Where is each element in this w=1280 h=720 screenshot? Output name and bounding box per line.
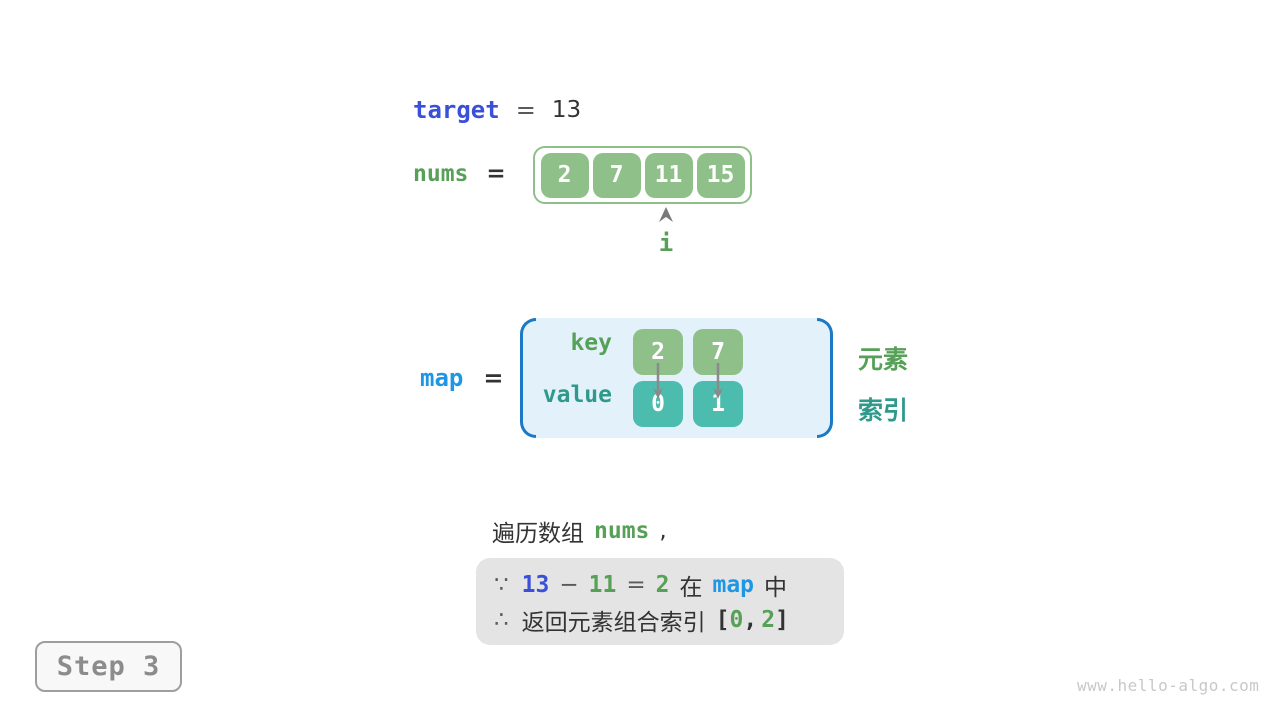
index-pointer-arrow-icon (659, 207, 673, 222)
in-suffix-word: 中 (764, 574, 788, 601)
legend-index-label: 索引 (858, 396, 909, 425)
nums-cell-1: 7 (592, 152, 641, 198)
result-index-b: 2 (761, 606, 776, 633)
narration-prefix: 遍历数组 (492, 521, 584, 547)
index-pointer-label: i (658, 229, 674, 257)
map-key-cell-0: 2 (633, 329, 683, 375)
because-symbol: ∵ (494, 571, 509, 598)
map-key-row-label: key (570, 330, 612, 356)
target-row: target = 13 (413, 96, 581, 124)
map-label-row: map = (420, 364, 503, 392)
target-equals-sign: = (515, 96, 536, 124)
bracket-open: [ (715, 606, 730, 633)
comma-separator: , (743, 606, 758, 633)
key-to-value-arrow-icon (653, 363, 663, 399)
nums-cell-2: 11 (644, 152, 693, 198)
legend-element-label: 元素 (858, 345, 909, 374)
nums-array-container: 2 7 11 15 (533, 146, 752, 204)
nums-label-row: nums = (413, 161, 506, 187)
step-badge: Step 3 (35, 641, 182, 692)
nums-cell-3: 15 (696, 152, 745, 198)
target-value: 13 (551, 97, 582, 123)
minuend-value: 13 (521, 571, 550, 598)
conclusion-line-1: ∵ 13 − 11 = 2 在 map 中 (494, 567, 826, 602)
return-text: 返回元素组合索引 (521, 609, 706, 636)
watermark-text: www.hello-algo.com (1077, 676, 1260, 695)
in-word: 在 (679, 574, 703, 601)
equals-sign: = (626, 571, 646, 598)
map-key-cell-1: 7 (693, 329, 743, 375)
map-value-row-label: value (542, 382, 612, 408)
map-equals-sign: = (483, 364, 504, 392)
nums-cell-0: 2 (540, 152, 589, 198)
key-to-value-arrow-icon (713, 363, 723, 399)
map-variable-label: map (420, 364, 464, 392)
step-badge-label: Step 3 (56, 651, 161, 682)
target-variable-label: target (413, 96, 500, 124)
nums-equals-sign: = (486, 161, 506, 187)
result-index-a: 0 (729, 606, 744, 633)
map-container: key value 2 7 0 1 (520, 318, 833, 438)
minus-sign: − (559, 571, 579, 598)
therefore-symbol: ∴ (494, 606, 509, 633)
bracket-close: ] (775, 606, 789, 633)
map-right-bracket (817, 318, 833, 438)
map-code-ref: map (712, 571, 755, 598)
difference-value: 2 (655, 571, 670, 598)
narration-line: 遍历数组 nums , (492, 514, 667, 548)
conclusion-line-2: ∴ 返回元素组合索引 [ 0 , 2 ] (494, 602, 826, 637)
nums-variable-label: nums (413, 161, 469, 187)
narration-suffix: , (659, 518, 667, 544)
subtrahend-value: 11 (588, 571, 617, 598)
conclusion-note-box: ∵ 13 − 11 = 2 在 map 中 ∴ 返回元素组合索引 [ 0 , 2… (476, 558, 844, 645)
narration-nums-code: nums (594, 518, 650, 544)
